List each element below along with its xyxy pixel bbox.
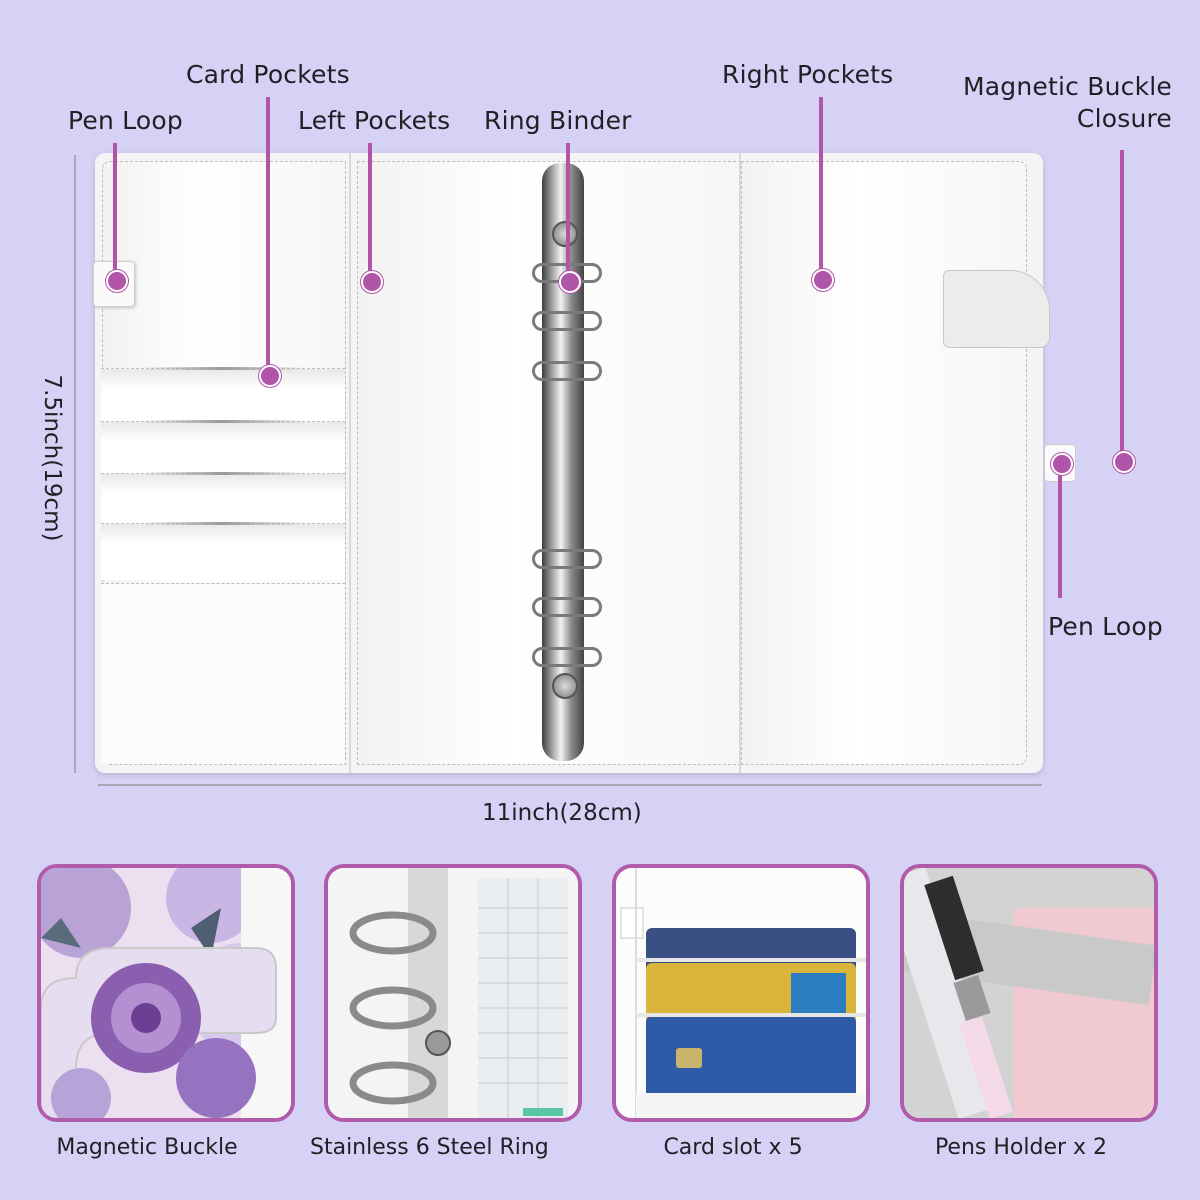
card-slot: [101, 472, 345, 530]
panel-divider: [349, 153, 351, 773]
caption-steel-ring: Stainless 6 Steel Ring: [310, 1135, 549, 1160]
leader-line: [1058, 470, 1062, 598]
caption-pens-holder: Pens Holder x 2: [934, 1135, 1108, 1160]
label-left-pockets: Left Pockets: [298, 106, 451, 135]
caption-magnetic-buckle: Magnetic Buckle: [56, 1135, 238, 1160]
magnetic-strap: [943, 270, 1050, 348]
label-ring-binder: Ring Binder: [484, 106, 632, 135]
ring: [532, 361, 602, 381]
card-slot: [101, 522, 345, 580]
panel-divider: [739, 153, 741, 773]
ring: [532, 647, 602, 667]
width-dimension-line: [98, 784, 1042, 786]
bottom-pocket: [101, 583, 345, 764]
leader-line: [1120, 150, 1124, 451]
label-pen-loop-left: Pen Loop: [68, 106, 183, 135]
label-right-pockets: Right Pockets: [722, 60, 894, 89]
rivet-icon: [552, 673, 578, 699]
right-panel: [741, 161, 1027, 765]
leader-line: [566, 143, 570, 271]
ring: [532, 597, 602, 617]
callout-dot: [1051, 453, 1073, 475]
callout-dot: [361, 271, 383, 293]
width-dimension-label: 11inch(28cm): [482, 800, 642, 826]
leader-line: [368, 143, 372, 271]
label-pen-loop-right: Pen Loop: [1048, 612, 1163, 641]
callout-dot: [1113, 451, 1135, 473]
card-slot: [101, 420, 345, 478]
thumbnail-pens-holder: [900, 864, 1158, 1122]
ring-binder-bar: [542, 163, 584, 761]
height-dimension-line: [74, 155, 76, 773]
callout-dot: [106, 270, 128, 292]
callout-dot: [259, 365, 281, 387]
ring: [532, 311, 602, 331]
label-card-pockets: Card Pockets: [186, 60, 350, 89]
card-slot: [101, 367, 345, 425]
floral-pattern-image: [41, 868, 291, 1118]
callout-dot: [559, 271, 581, 293]
ring: [532, 549, 602, 569]
leader-line: [266, 97, 270, 365]
thumbnail-steel-ring: [324, 864, 582, 1122]
pens-holder-image: [904, 868, 1154, 1118]
caption-card-slot: Card slot x 5: [663, 1135, 803, 1160]
thumbnail-magnetic-buckle: [37, 864, 295, 1122]
label-magnetic-buckle-closure-1: Magnetic Buckle: [963, 72, 1172, 101]
rivet-icon: [552, 221, 578, 247]
thumbnail-card-slots: [612, 864, 870, 1122]
callout-dot: [812, 269, 834, 291]
card-slots-image: [616, 868, 866, 1118]
leader-line: [113, 143, 117, 270]
leader-line: [819, 97, 823, 269]
height-dimension-label: 7.5inch(19cm): [39, 374, 65, 542]
label-magnetic-buckle-closure-2: Closure: [1076, 104, 1172, 133]
steel-ring-image: [328, 868, 578, 1118]
